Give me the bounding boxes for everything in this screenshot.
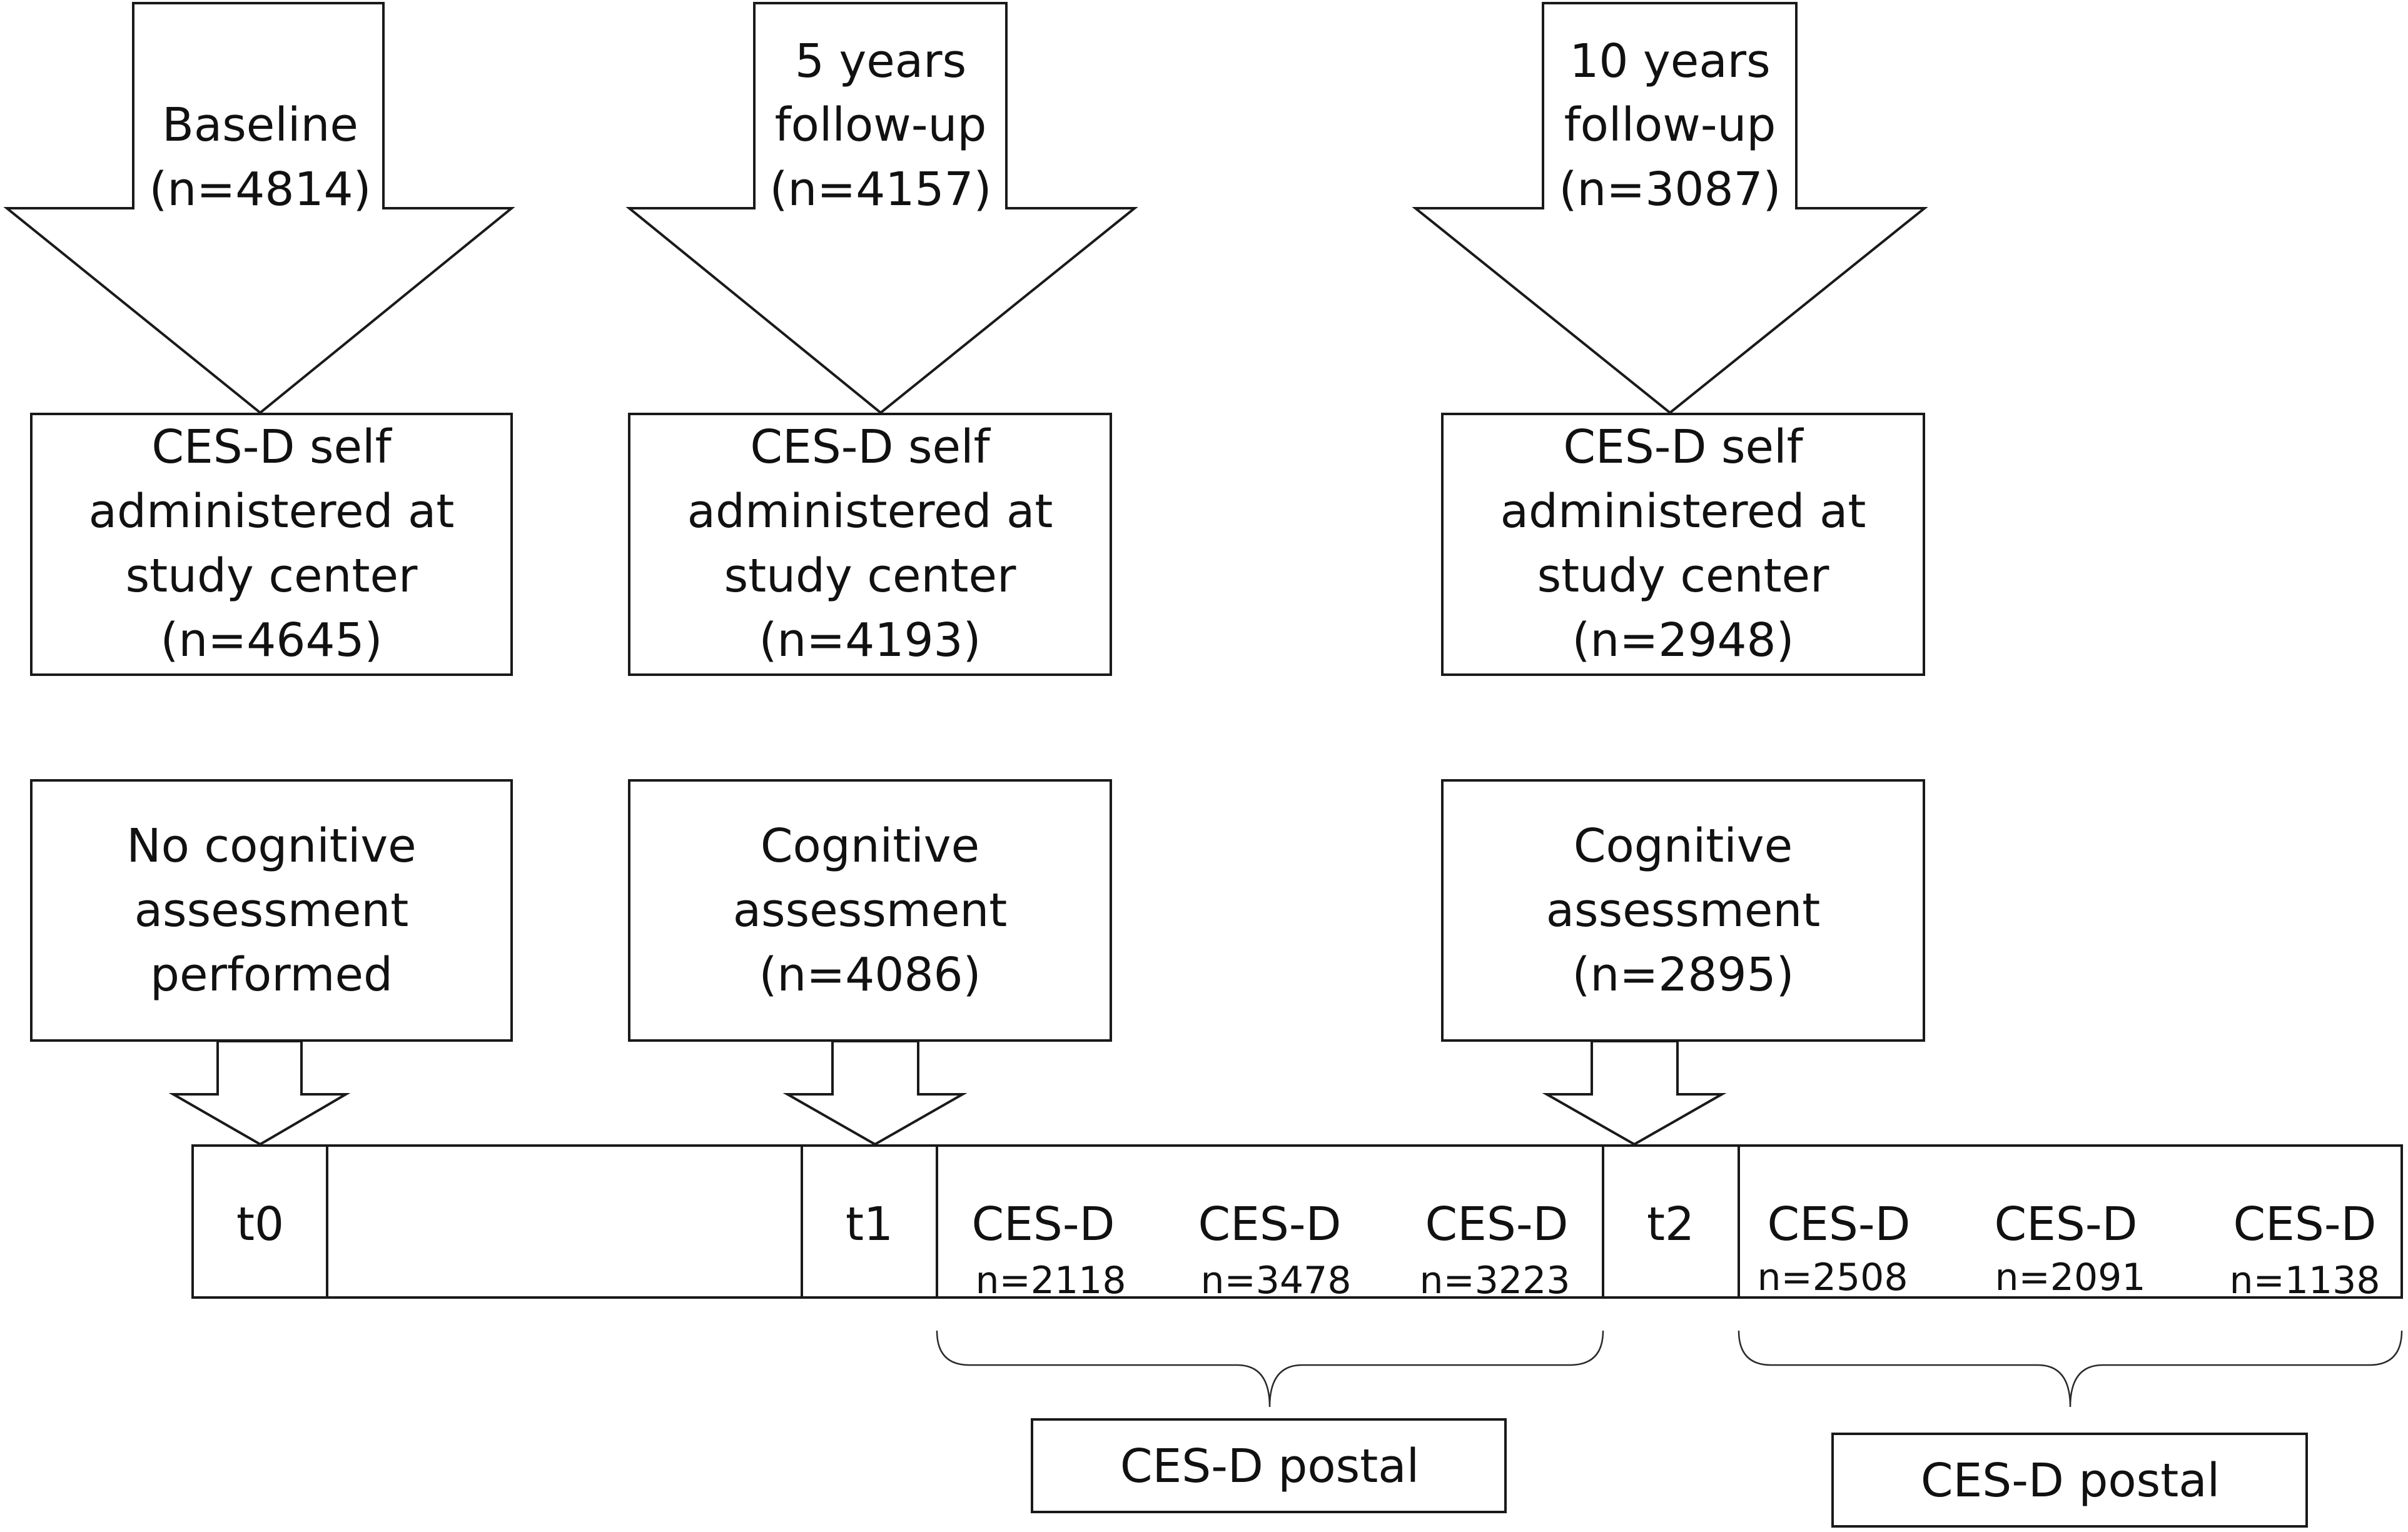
box-text-line: study center — [126, 549, 418, 603]
box-text-line: (n=4193) — [759, 613, 981, 667]
timepoint-t1: t1 — [846, 1197, 893, 1251]
cesd-count: n=1138 — [2230, 1259, 2380, 1303]
brace-after-t2 — [1738, 1330, 2403, 1408]
box-text-line: Cognitive — [761, 819, 979, 873]
box-text-line: (n=4086) — [759, 948, 981, 1002]
box-text-line: administered at — [89, 485, 455, 538]
arrow-text-line: follow-up — [1564, 98, 1776, 152]
arrow-text-line: (n=4157) — [770, 163, 992, 216]
postal-label: CES-D postal — [1921, 1454, 2220, 1508]
box-text-line: CES-D self — [750, 420, 991, 474]
arrow-text-line: 10 years — [1569, 34, 1770, 88]
cesd-count: n=3478 — [1201, 1259, 1352, 1303]
box-text-line: Cognitive — [1574, 819, 1793, 873]
cesd-label: CES-D — [2233, 1197, 2376, 1251]
arrow-text-line: follow-up — [775, 98, 987, 152]
cesd-label: CES-D — [1767, 1197, 1910, 1251]
postal-box-after-t1: CES-D postal — [1031, 1418, 1507, 1513]
postal-box-after-t2: CES-D postal — [1831, 1433, 2308, 1528]
box-text-line: performed — [150, 948, 393, 1002]
box-text-line: CES-D self — [151, 420, 392, 474]
timeline: t0 t1 t2 CES-D CES-D CES-D n=2118 n=3478… — [191, 1144, 2403, 1303]
box-text-line: administered at — [1500, 485, 1866, 538]
cesd-box-5y: CES-D self administered at study center … — [628, 413, 1112, 676]
cesd-box-baseline: CES-D self administered at study center … — [30, 413, 513, 676]
brace-after-t1 — [936, 1330, 1604, 1408]
small-arrow-t2 — [1542, 1040, 1727, 1146]
arrow-text-line: 5 years — [795, 34, 966, 88]
timepoint-t2: t2 — [1647, 1197, 1694, 1251]
box-text-line: (n=2895) — [1572, 948, 1794, 1002]
box-text-line: assessment — [1546, 884, 1821, 937]
cognitive-box-t1: Cognitive assessment (n=4086) — [628, 779, 1112, 1042]
arrow-text-line: (n=4814) — [149, 163, 372, 216]
baseline-arrow: Baseline (n=4814) — [3, 2, 515, 415]
box-text-line: (n=2948) — [1572, 613, 1794, 667]
cesd-label: CES-D — [1425, 1197, 1568, 1251]
box-text-line: study center — [1537, 549, 1829, 603]
arrow-text-line: (n=3087) — [1559, 163, 1781, 216]
cesd-count: n=2091 — [1995, 1256, 2146, 1299]
box-text-line: assessment — [733, 884, 1008, 937]
cognitive-box-t2: Cognitive assessment (n=2895) — [1441, 779, 1925, 1042]
cesd-count: n=3223 — [1420, 1259, 1571, 1303]
cesd-box-10y: CES-D self administered at study center … — [1441, 413, 1925, 676]
cognitive-box-t0: No cognitive assessment performed — [30, 779, 513, 1042]
box-text-line: assessment — [134, 884, 409, 937]
small-arrow-t1 — [782, 1040, 968, 1146]
followup-5y-arrow: 5 years follow-up (n=4157) — [625, 2, 1138, 415]
cesd-label: CES-D — [971, 1197, 1115, 1251]
followup-10y-arrow: 10 years follow-up (n=3087) — [1412, 2, 1928, 415]
cesd-label: CES-D — [1994, 1197, 2137, 1251]
timepoint-t0: t0 — [236, 1197, 284, 1251]
box-text-line: study center — [724, 549, 1016, 603]
small-arrow-t0 — [168, 1040, 351, 1146]
arrow-text-line: Baseline — [162, 98, 358, 152]
box-text-line: CES-D self — [1563, 420, 1804, 474]
postal-label: CES-D postal — [1120, 1439, 1419, 1493]
box-text-line: administered at — [687, 485, 1053, 538]
box-text-line: No cognitive — [126, 819, 416, 873]
cesd-count: n=2508 — [1758, 1256, 1908, 1299]
box-text-line: (n=4645) — [161, 613, 383, 667]
cesd-label: CES-D — [1198, 1197, 1341, 1251]
cesd-count: n=2118 — [976, 1259, 1126, 1303]
